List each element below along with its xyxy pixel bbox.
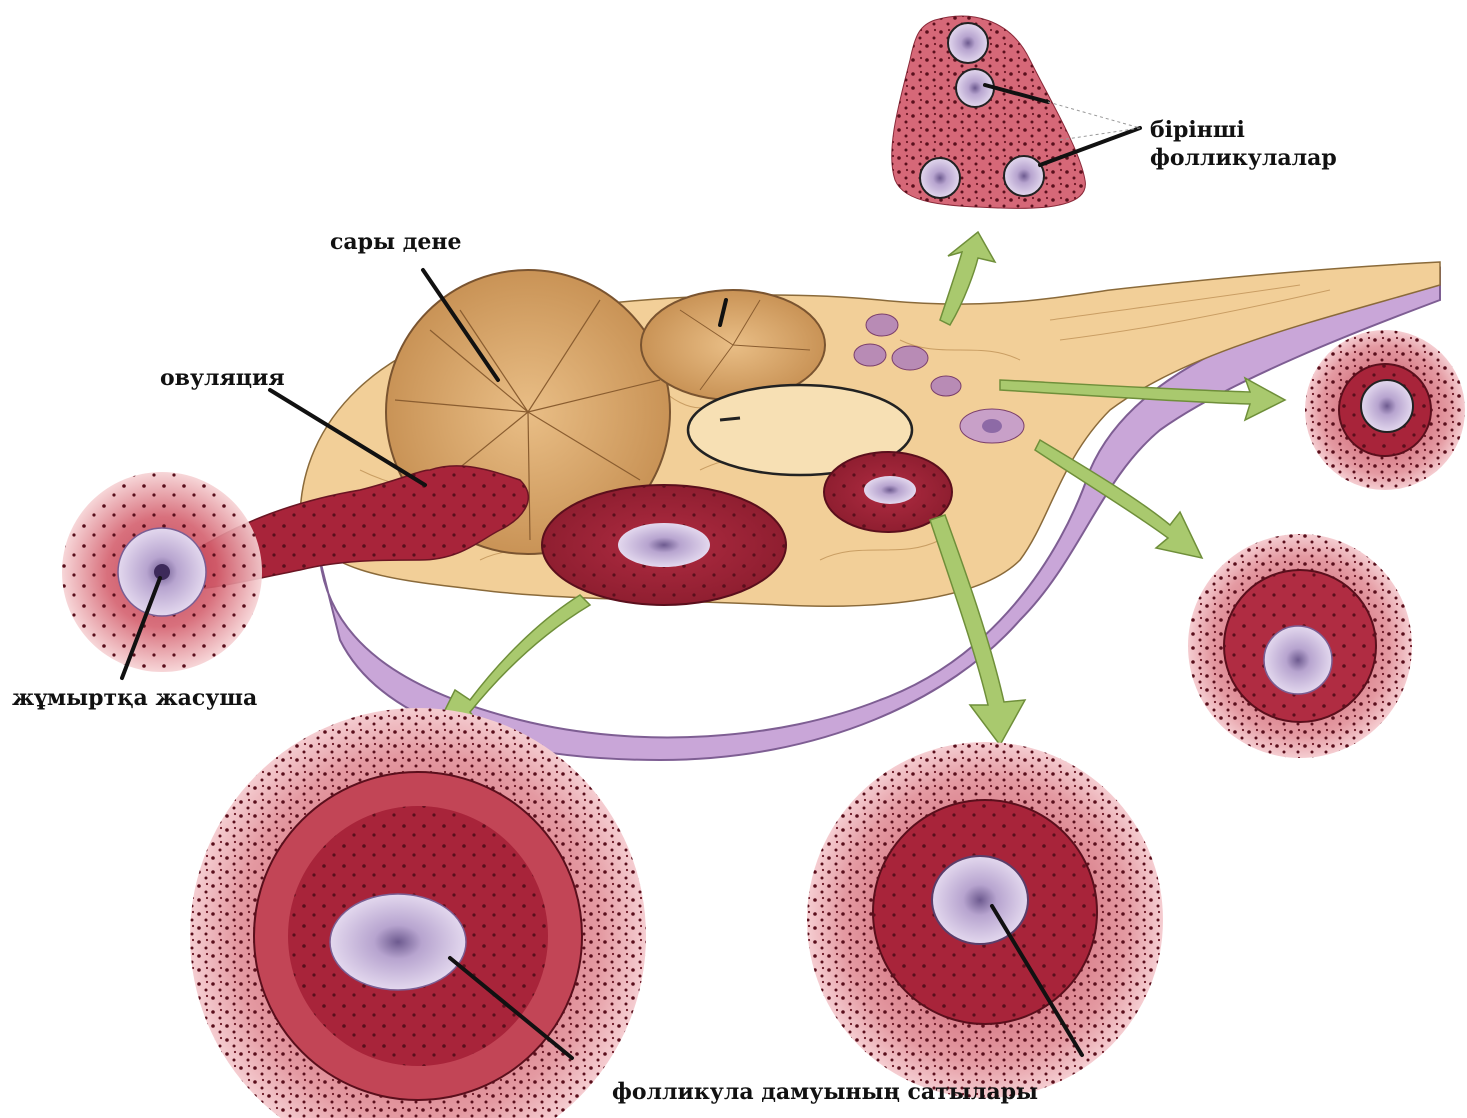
label-primary-follicles-line2: фолликулалар — [1150, 144, 1337, 172]
follicle-stage-2 — [1188, 534, 1412, 758]
label-corpus-luteum: сары дене — [330, 228, 462, 256]
label-follicle-stages: фолликула дамуының сатылары — [612, 1078, 1038, 1106]
primary-follicles-cluster — [892, 16, 1086, 208]
released-egg — [62, 472, 262, 672]
label-egg-cell: жұмыртқа жасуша — [12, 684, 257, 712]
ovary-tertiary-follicle — [542, 485, 786, 605]
label-ovulation: овуляция — [160, 364, 285, 392]
corpus-albicans — [641, 290, 825, 400]
follicle-stage-1 — [1305, 330, 1465, 490]
label-primary-follicles-line1: бірінші — [1150, 116, 1337, 144]
follicle-stage-3 — [807, 742, 1163, 1098]
follicle-stage-4 — [190, 708, 646, 1118]
label-primary-follicles: бірінші фолликулалар — [1150, 116, 1337, 172]
